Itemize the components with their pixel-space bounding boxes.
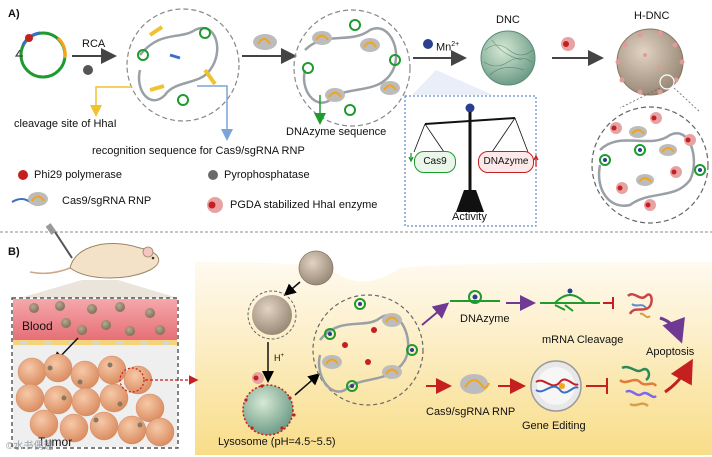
activity-label: Activity	[452, 211, 487, 223]
mn-label: Mn2+	[436, 41, 460, 54]
protein-structure-1	[627, 293, 653, 319]
recognition-sequence-label: recognition sequence for Cas9/sgRNA RNP	[92, 145, 305, 157]
rnp-loaded-product	[293, 9, 411, 127]
cas9-rnp-label: Cas9/sgRNA RNP	[426, 406, 516, 418]
blood-label: Blood	[22, 319, 53, 333]
endosome	[247, 290, 297, 340]
tumor-label: Tumor	[38, 435, 73, 449]
phi29-icon	[18, 170, 28, 180]
lysosome-label: Lysosome (pH=4.5~5.5)	[218, 436, 336, 448]
pgda-hhai-icon	[207, 197, 223, 213]
dnc-particle	[480, 30, 536, 86]
cell-region	[195, 262, 712, 455]
lysosome	[242, 384, 294, 436]
h-plus-label: H+	[274, 353, 285, 363]
balance-scale	[408, 103, 539, 212]
balance-cas9-pan: Cas9	[414, 151, 456, 173]
legend-pgda-hhai: PGDA stabilized HhaI enzyme	[230, 199, 378, 211]
incoming-hdnc	[298, 250, 334, 286]
rca-product	[126, 8, 240, 122]
panel-a-label: A)	[8, 8, 20, 20]
apoptosis-label: Apoptosis	[646, 346, 695, 358]
legend-cas9-rnp: Cas9/sgRNA RNP	[62, 195, 152, 207]
cas9-rnp-icon	[11, 192, 48, 206]
hdnc-zoom	[591, 106, 709, 224]
dnazyme-sequence-label: DNAzyme sequence	[286, 126, 387, 138]
rca-label: RCA	[82, 38, 106, 50]
panel-b-label: B)	[8, 246, 20, 258]
hdnc-label: H-DNC	[634, 10, 670, 22]
legend-phi29: Phi29 polymerase	[34, 169, 123, 181]
balance-dnazyme-pan: DNAzyme	[478, 151, 534, 173]
cleavage-site-label: cleavage site of HhaI	[14, 118, 117, 130]
protein-structure-2	[619, 365, 658, 407]
dnc-label: DNC	[496, 14, 520, 26]
nucleus-gene-editing	[530, 360, 582, 412]
pyrophosphatase-dot	[83, 65, 93, 75]
mrna-cleavage-icon	[540, 288, 600, 312]
mn-ion	[423, 39, 433, 49]
watermark: ©水书偶遇	[6, 441, 54, 452]
legend-pyrophosphatase: Pyrophosphatase	[224, 169, 310, 181]
mouse-illustration	[29, 223, 160, 279]
pyrophosphatase-icon	[208, 170, 218, 180]
gene-editing-label: Gene Editing	[522, 420, 586, 432]
dnazyme-icon	[450, 290, 500, 304]
circular-template	[14, 31, 67, 79]
mrna-cleavage-label: mRNA Cleavage	[542, 334, 624, 346]
released-components	[312, 294, 424, 406]
dnazyme-label: DNAzyme	[460, 313, 510, 325]
cas9-rnp-mini	[253, 34, 277, 50]
cas9-rnp-released	[460, 374, 490, 394]
